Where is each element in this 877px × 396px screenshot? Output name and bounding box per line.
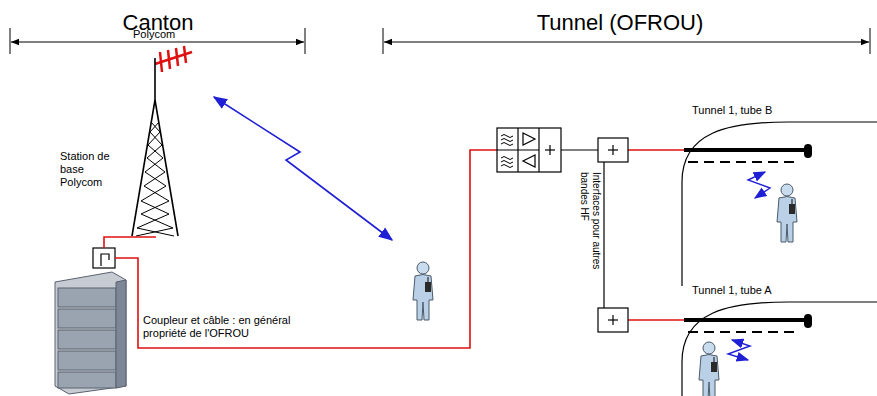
radio-link bbox=[214, 97, 392, 240]
link-wire bbox=[561, 149, 598, 150]
dimension-bracket bbox=[10, 28, 870, 54]
annotation: Polycom bbox=[133, 28, 193, 41]
link-wire bbox=[603, 162, 604, 308]
tunnel-heading: Tunnel 1, tube A bbox=[692, 284, 772, 296]
tunnel-tube: Tunnel 1, tube B bbox=[668, 100, 877, 286]
section-title: Tunnel (OFROU) bbox=[520, 10, 720, 36]
person-figure bbox=[777, 184, 797, 242]
annotation: Coupleur et câble : en général propriété… bbox=[143, 314, 318, 340]
radio-link bbox=[748, 172, 770, 198]
tunnel-tube: Tunnel 1, tube A bbox=[668, 280, 877, 396]
tunnel-arch bbox=[682, 302, 877, 396]
radio-link bbox=[728, 340, 750, 360]
amplifier-unit bbox=[497, 128, 561, 172]
server-rack bbox=[55, 272, 126, 394]
vertical-note: Interfaces pour autres bandes HF bbox=[578, 172, 602, 300]
person-figure bbox=[413, 262, 433, 320]
coupler-box bbox=[93, 248, 115, 268]
person-figure bbox=[699, 342, 719, 396]
leaky-cable bbox=[684, 144, 812, 162]
rf-cable bbox=[104, 150, 684, 348]
tunnel-outline bbox=[668, 280, 877, 396]
tunnel-arch bbox=[682, 122, 877, 286]
yagi-antenna bbox=[155, 46, 192, 72]
tunnel-outline bbox=[668, 100, 877, 286]
tunnel-heading: Tunnel 1, tube B bbox=[692, 104, 772, 116]
annotation: Station de base Polycom bbox=[60, 150, 122, 190]
leaky-cable bbox=[684, 314, 812, 332]
lattice-tower bbox=[132, 58, 178, 236]
combiner-box bbox=[598, 138, 628, 332]
